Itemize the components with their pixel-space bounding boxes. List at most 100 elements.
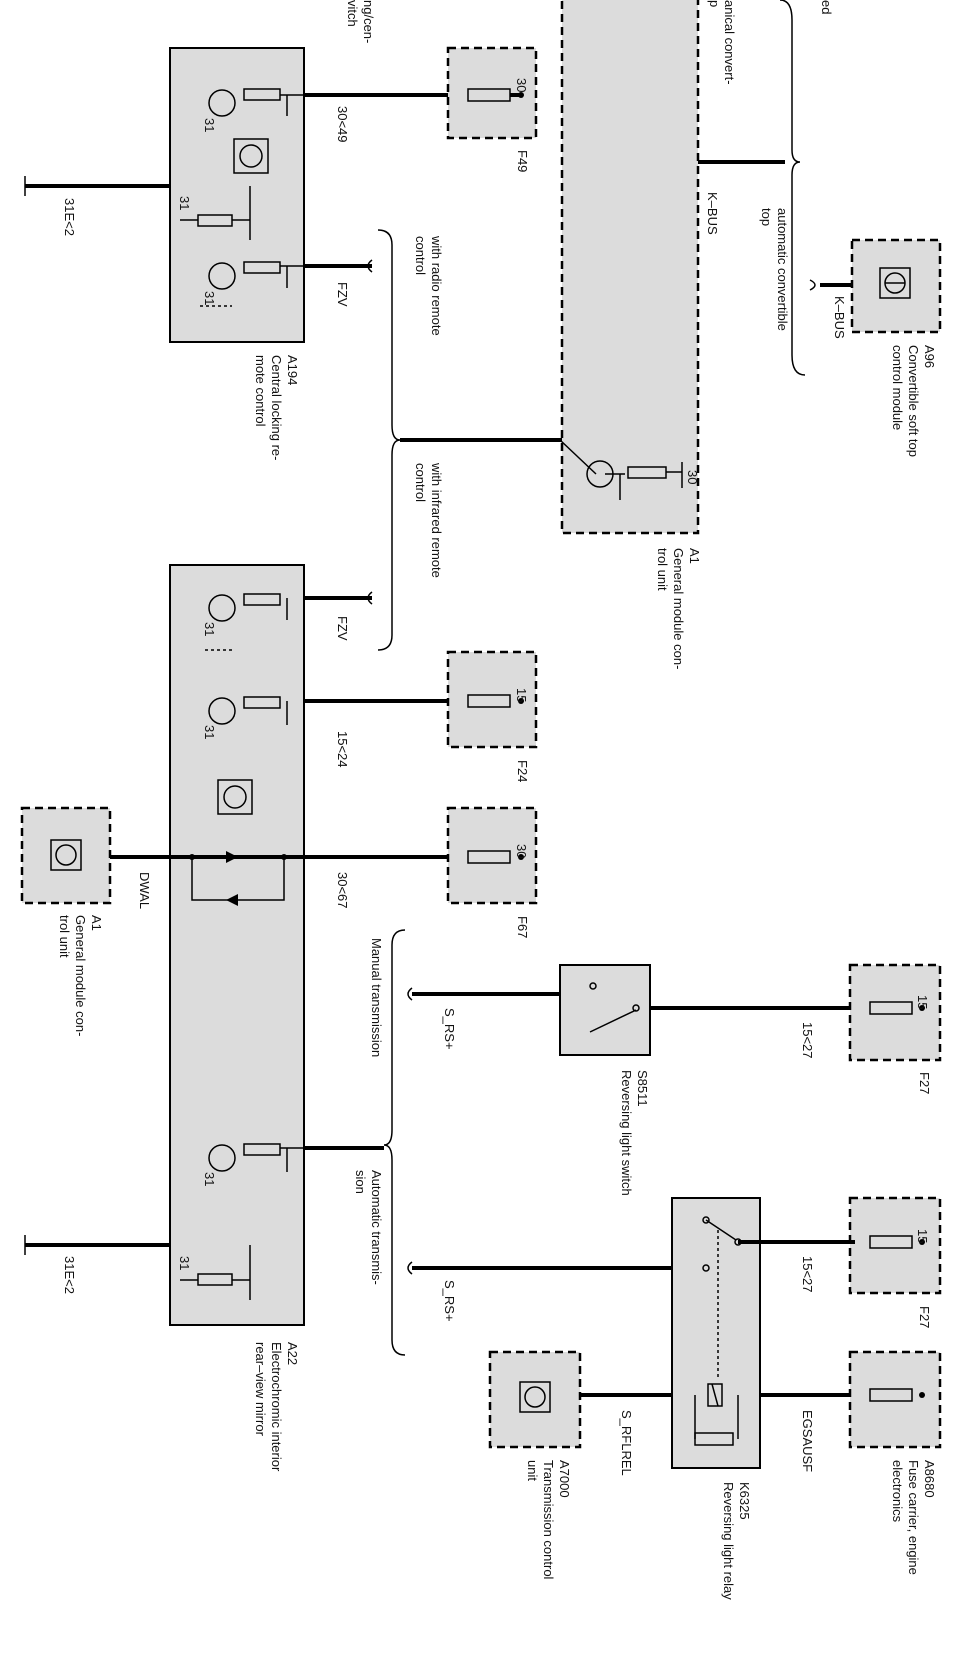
- wire-label: S_RS+: [442, 1008, 457, 1050]
- a7000-module-box: [488, 1350, 582, 1449]
- fuse-element: [869, 1235, 913, 1249]
- wire-label: S_RFLREL: [619, 1410, 634, 1476]
- switch-symbol: [589, 982, 640, 1033]
- fuse-id: F27: [917, 1306, 932, 1328]
- component-desc: Convertible soft top: [906, 345, 921, 457]
- component-id: A1: [89, 915, 104, 931]
- relay-symbol: [694, 1216, 742, 1446]
- partial-label: ng/cen-: [361, 0, 376, 43]
- partial-label: anical convert-: [722, 0, 737, 85]
- component-desc: rear–view mirror: [253, 1342, 268, 1437]
- fuse-pin: 15: [915, 1229, 930, 1243]
- component-id: A7000: [557, 1460, 572, 1498]
- component-id: A22: [285, 1342, 300, 1365]
- f27a-fuse-box: [848, 963, 942, 1062]
- option-brace: [377, 229, 401, 651]
- fuse-pin: 30: [514, 844, 529, 858]
- option-brace: [383, 929, 406, 1356]
- ground-label: 31E<2: [62, 198, 77, 236]
- pin-label: 31: [202, 725, 217, 739]
- fuse-pin: 15: [915, 995, 930, 1009]
- component-desc: General module con-: [671, 548, 686, 669]
- a96-module-box: [850, 238, 942, 334]
- wire-label: EGSAUSF: [800, 1410, 815, 1472]
- a1-transistor: 30: [559, 439, 700, 500]
- option-label: automatic convertible: [775, 208, 790, 331]
- component-desc: electronics: [890, 1460, 905, 1523]
- fuse-id: F27: [917, 1072, 932, 1094]
- fuse-contact: [919, 1005, 925, 1011]
- partial-label-group: ng/cen- vitch anical convert- p ed: [345, 0, 834, 85]
- wire-break: [367, 591, 373, 605]
- component-desc: trol unit: [655, 548, 670, 591]
- k-bus-brace: [779, 0, 806, 376]
- a1-left-module-box: [20, 806, 112, 905]
- fuse-element: [467, 694, 511, 708]
- wire-label: 30<67: [335, 872, 350, 909]
- a194-transistor: 31 31 31: [177, 88, 304, 307]
- wire-label: 15<27: [800, 1256, 815, 1293]
- option-label: Automatic transmis-: [369, 1170, 384, 1285]
- kbus-label: K–BUS: [832, 296, 847, 339]
- connector-icon: [50, 839, 82, 871]
- component-desc: Electrochromic interior: [269, 1342, 284, 1472]
- wire-label: 30<49: [335, 106, 350, 143]
- option-label: with radio remote: [429, 235, 444, 336]
- pin-label: 31: [202, 622, 217, 636]
- connector-icon: [879, 267, 911, 299]
- option-label: control: [413, 236, 428, 275]
- option-label: with infrared remote: [429, 462, 444, 578]
- partial-label: ed: [819, 0, 834, 14]
- partial-label: p: [707, 0, 722, 7]
- component-desc: trol unit: [57, 915, 72, 958]
- pin-label: 30: [685, 470, 700, 484]
- wire-break: [367, 259, 373, 273]
- k6325-relay-box: [671, 1197, 761, 1469]
- option-label: control: [413, 463, 428, 502]
- fuse-pin: 15: [514, 688, 529, 702]
- fuse-contact: [518, 854, 524, 860]
- component-id: A1: [687, 548, 702, 564]
- ground-label: 31E<2: [62, 1256, 77, 1294]
- option-label: top: [759, 208, 774, 226]
- pin-label: 31: [202, 1172, 217, 1186]
- wire-label: FZV: [335, 282, 350, 307]
- diode-icon: [226, 851, 238, 863]
- fuse-contact: [919, 1392, 925, 1398]
- fuse-contact: [518, 698, 524, 704]
- s8511-switch-box: [559, 964, 651, 1056]
- component-id: A96: [922, 345, 937, 368]
- a22-internals: 31 31 31 31: [177, 593, 304, 1300]
- kbus-label: K–BUS: [705, 192, 720, 235]
- connector-icon: [519, 1381, 551, 1413]
- component-desc: control module: [890, 345, 905, 430]
- a22-module-box: [169, 564, 305, 1326]
- option-label: sion: [353, 1170, 368, 1194]
- a8680-fuse-carrier-box: [848, 1350, 942, 1449]
- component-desc: Transmission control: [541, 1460, 556, 1580]
- component-desc: Reversing light switch: [619, 1070, 634, 1196]
- component-id: S8511: [635, 1070, 650, 1107]
- partial-label: vitch: [345, 0, 360, 27]
- component-id: A8680: [922, 1460, 937, 1498]
- fuse-contact: [518, 92, 524, 98]
- a194-module-box: [169, 47, 305, 343]
- pin-label: 31: [202, 291, 217, 305]
- fuse-id: F24: [515, 760, 530, 782]
- wire-label: S_RS+: [442, 1280, 457, 1322]
- wire-break: [407, 987, 413, 1001]
- fuse-pin: 30: [514, 78, 529, 92]
- component-desc: mote control: [253, 355, 268, 427]
- pin-label: 31: [177, 196, 192, 210]
- fuse-id: F49: [515, 150, 530, 172]
- a1-top-module-box: [560, 0, 700, 535]
- pin-label: 31: [202, 118, 217, 132]
- f27b-fuse-box: [848, 1196, 942, 1295]
- pin-label: 31: [177, 1256, 192, 1270]
- component-desc: Reversing light relay: [721, 1482, 736, 1600]
- diode-icon: [226, 894, 238, 906]
- component-desc: unit: [525, 1460, 540, 1481]
- component-id: A194: [285, 355, 300, 385]
- fuse-element: [467, 850, 511, 864]
